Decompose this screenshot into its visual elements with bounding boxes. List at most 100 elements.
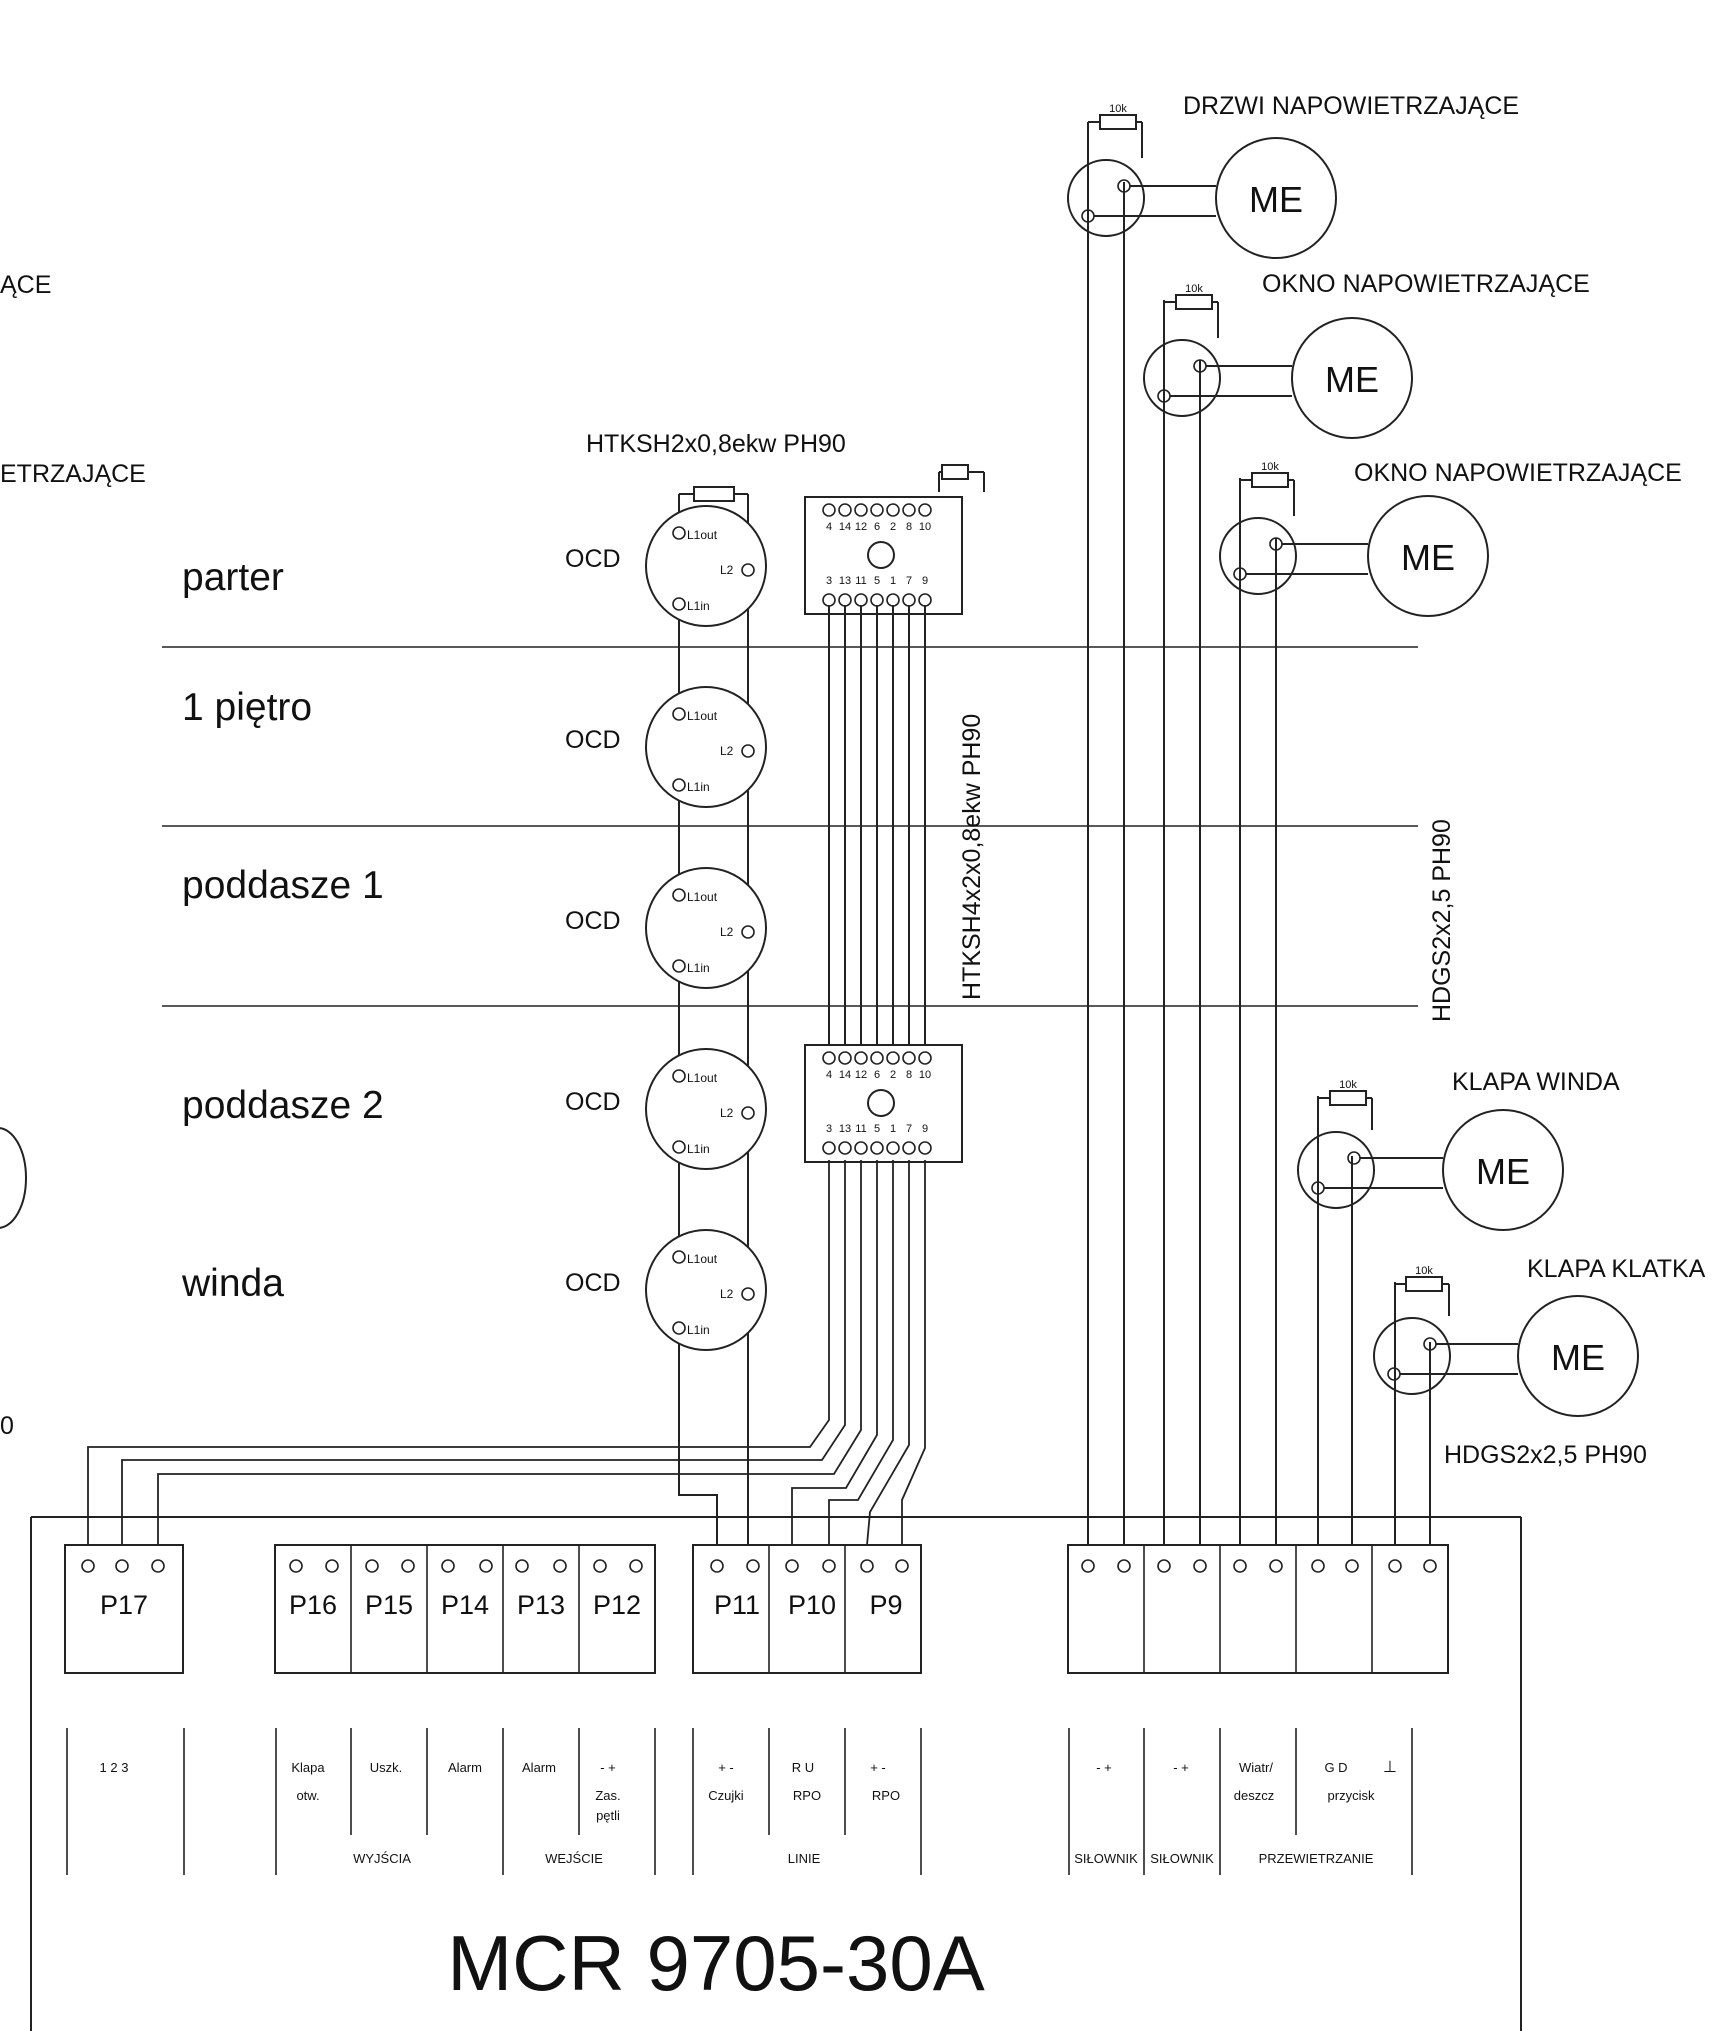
terminal-screw <box>593 1559 607 1573</box>
cut-label-cable: 0 <box>0 1412 14 1440</box>
terminal-label-p14: P14 <box>441 1590 489 1620</box>
detector-terminal-l1in: L1in <box>687 1323 710 1337</box>
label-dividers <box>66 1728 1413 1875</box>
terminal-screw <box>1423 1559 1437 1573</box>
terminal-screw <box>401 1559 415 1573</box>
terminal-screw <box>515 1559 529 1573</box>
terminal-block-linie <box>692 1544 922 1674</box>
terminal-screw <box>553 1559 567 1573</box>
actuator-title: KLAPA KLATKA <box>1527 1255 1706 1283</box>
detector-label: OCD <box>565 726 621 754</box>
riser-wires <box>828 464 985 1045</box>
label-uszk: Uszk. <box>370 1760 403 1775</box>
label-ru: R U <box>792 1760 814 1775</box>
label-silownik-2: SIŁOWNIK <box>1150 1851 1214 1866</box>
callpoint-terminal-number: 3 <box>826 1123 832 1135</box>
detector-terminal-l2: L2 <box>720 744 734 758</box>
callpoint-terminal-number: 9 <box>922 1123 928 1135</box>
function-labels: 1 2 3 Klapa otw. Uszk. Alarm Alarm - + Z… <box>100 1759 1397 1866</box>
terminal-screw <box>860 1559 874 1573</box>
terminal-screw <box>785 1559 799 1573</box>
terminal-screw <box>365 1559 379 1573</box>
resistor-value: 10k <box>1261 461 1279 473</box>
detector-terminal-l2: L2 <box>720 925 734 939</box>
terminal-label-p12: P12 <box>593 1590 641 1620</box>
motor-label: ME <box>1476 1151 1530 1192</box>
detector-terminal-l1in: L1in <box>687 780 710 794</box>
terminal-screw <box>1193 1559 1207 1573</box>
actuator-title: OKNO NAPOWIETRZAJĄCE <box>1354 459 1682 487</box>
floor-label-1-pietro: 1 piętro <box>182 686 312 729</box>
label-alarm-out: Alarm <box>448 1760 482 1775</box>
label-rpo-sign: + - <box>870 1760 886 1775</box>
terminal-screw <box>1269 1559 1283 1573</box>
detector-loop-wires <box>678 533 749 1545</box>
ground-icon: ⊥ <box>1383 1759 1397 1776</box>
cut-circle-arc <box>0 1127 27 1229</box>
label-zas-sign: - + <box>600 1760 616 1775</box>
motor-label: ME <box>1325 359 1379 400</box>
label-silownik-1: SIŁOWNIK <box>1074 1851 1138 1866</box>
label-wyjscia: WYJŚCIA <box>353 1851 411 1866</box>
label-alarm-in: Alarm <box>522 1760 556 1775</box>
floor-label-poddasze-2: poddasze 2 <box>182 1084 384 1127</box>
lower-riser-wires <box>87 1160 926 1546</box>
terminal-label-p10: P10 <box>788 1590 836 1620</box>
detector-label: OCD <box>565 545 621 573</box>
callpoint-terminal-number: 13 <box>839 1123 851 1135</box>
resistor-value: 10k <box>1185 283 1203 295</box>
terminal-screw <box>1233 1559 1247 1573</box>
callpoint-terminal-number: 12 <box>855 1069 867 1081</box>
motor-label: ME <box>1551 1337 1605 1378</box>
label-klapa: Klapa <box>291 1760 325 1775</box>
callpoint-terminal-number: 10 <box>919 1069 931 1081</box>
terminal-screw <box>1311 1559 1325 1573</box>
callpoint-terminal-number: 14 <box>839 521 851 533</box>
detector-terminal-l1out: L1out <box>687 1071 718 1085</box>
detector-label: OCD <box>565 1088 621 1116</box>
floor-separators <box>162 646 1418 1007</box>
actuator-title: DRZWI NAPOWIETRZAJĄCE <box>1183 92 1519 120</box>
label-deszcz: deszcz <box>1234 1788 1274 1803</box>
terminal-screw <box>1081 1559 1095 1573</box>
detector-terminal-l1out: L1out <box>687 528 718 542</box>
motor-bottom-cable-label: HDGS2x2,5 PH90 <box>1444 1441 1647 1469</box>
detector-label: OCD <box>565 1269 621 1297</box>
terminal-label-p11: P11 <box>714 1590 760 1620</box>
label-rpo-1: RPO <box>793 1788 821 1803</box>
motor-label: ME <box>1401 537 1455 578</box>
callpoint-terminal-number: 9 <box>922 575 928 587</box>
terminal-block-silowniki <box>1067 1544 1449 1674</box>
resistor-value: 10k <box>1109 103 1127 115</box>
terminal-label-p13: P13 <box>517 1590 565 1620</box>
callpoint-terminal-number: 4 <box>826 521 832 533</box>
callpoint-terminal-number: 11 <box>855 575 866 587</box>
motor-label: ME <box>1249 179 1303 220</box>
label-czujki: Czujki <box>708 1788 744 1803</box>
label-otw: otw. <box>296 1788 319 1803</box>
terminal-screw <box>710 1559 724 1573</box>
detector-terminal-l1out: L1out <box>687 890 718 904</box>
resistor-value: 10k <box>1339 1079 1357 1091</box>
callpoint-terminal-number: 5 <box>874 1123 880 1135</box>
detector-terminal-l2: L2 <box>720 1287 734 1301</box>
terminal-screw <box>115 1559 129 1573</box>
floor-label-parter: parter <box>182 556 284 599</box>
actuator-title: KLAPA WINDA <box>1452 1068 1620 1096</box>
actuator-riser-wires <box>1087 122 1431 1545</box>
cut-label-ace: ĄCE <box>0 271 51 299</box>
terminal-label-p9: P9 <box>869 1590 902 1620</box>
floor-label-winda: winda <box>181 1262 284 1305</box>
terminal-screw <box>289 1559 303 1573</box>
label-linie: LINIE <box>788 1851 821 1866</box>
terminal-labels: P17 P16 P15 P14 P13 P12 P11 P10 P9 <box>100 1590 903 1620</box>
left-cut-remnants: ĄCE ETRZAJĄCE 0 <box>0 271 146 1440</box>
